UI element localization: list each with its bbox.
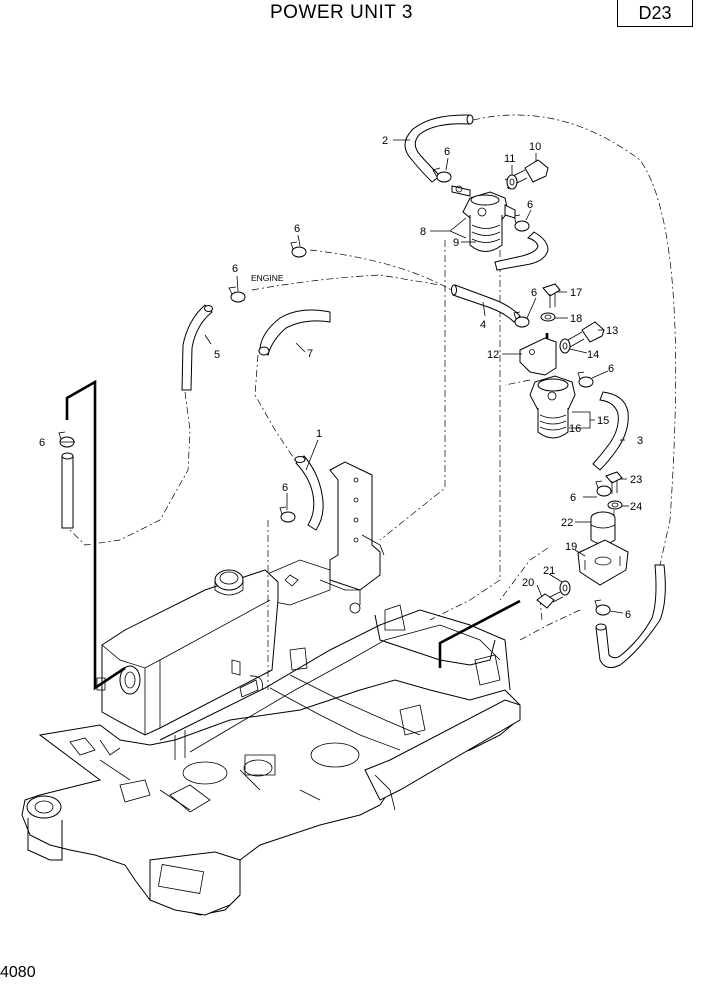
washer-14	[559, 338, 571, 354]
callout-6: 6	[282, 482, 288, 494]
page-title: POWER UNIT 3	[270, 2, 413, 23]
callout-6: 6	[570, 492, 576, 504]
callout-6: 6	[608, 363, 614, 375]
fuel-tank	[96, 569, 279, 736]
clamp-icon	[513, 214, 530, 232]
bracket-19	[577, 539, 629, 586]
clamp-icon	[595, 480, 612, 497]
callout-6: 6	[294, 223, 300, 235]
hose-clamps	[58, 167, 612, 616]
callout-3: 3	[637, 435, 643, 447]
leader-lines	[60, 139, 629, 614]
callout-4: 4	[480, 319, 486, 331]
callout-8: 8	[420, 226, 426, 238]
callout-11: 11	[504, 153, 515, 165]
callout-24: 24	[630, 501, 642, 513]
callout-6: 6	[531, 287, 537, 299]
callout-16: 16	[569, 423, 581, 435]
pump-22	[590, 511, 616, 545]
callout-18: 18	[570, 313, 582, 325]
callout-6: 6	[625, 609, 631, 621]
washer-18	[540, 312, 556, 322]
callout-15: 15	[597, 415, 609, 427]
washer-24	[607, 500, 623, 510]
callout-22: 22	[561, 517, 573, 529]
callout-10: 10	[529, 141, 541, 153]
bolt-20	[536, 591, 564, 609]
clamp-icon	[58, 431, 75, 448]
callout-6: 6	[39, 437, 45, 449]
callout-6: 6	[232, 263, 238, 275]
bracket-12	[519, 337, 557, 376]
fuel-filter-upper	[451, 185, 516, 252]
callout-19: 19	[565, 541, 577, 553]
callout-7: 7	[307, 348, 313, 360]
routing-lines	[69, 114, 677, 690]
engine-label: ENGINE	[251, 273, 284, 283]
clamp-icon	[432, 167, 452, 183]
part-labels: 2 6 10 11 6 6 8 9 6 ENGINE 6 17 18 4 13 …	[39, 135, 643, 621]
clamp-icon	[279, 506, 296, 523]
page-number: 4080	[0, 964, 36, 981]
hoses	[61, 114, 666, 669]
callout-6: 6	[444, 146, 450, 158]
callout-12: 12	[487, 349, 499, 361]
callout-13: 13	[606, 325, 618, 337]
washer-11	[506, 174, 518, 190]
callout-14: 14	[587, 349, 599, 361]
callout-2: 2	[382, 135, 388, 147]
diagram-code-box: D23	[617, 0, 693, 27]
clamp-icon	[228, 286, 246, 303]
callout-9: 9	[453, 237, 459, 249]
machine-frame	[21, 461, 521, 916]
callout-23: 23	[630, 474, 642, 486]
callout-20: 20	[522, 577, 534, 589]
bolt-23	[605, 471, 623, 494]
clamp-icon	[290, 241, 307, 258]
callout-6: 6	[527, 199, 533, 211]
clamp-icon	[513, 311, 530, 328]
separator-15	[529, 375, 576, 439]
bolt-17	[542, 283, 561, 308]
callout-21: 21	[543, 565, 555, 577]
callout-17: 17	[570, 287, 582, 299]
clamp-icon	[594, 599, 611, 616]
clamp-icon	[577, 371, 594, 388]
bolt-13	[567, 321, 605, 348]
callout-5: 5	[214, 349, 220, 361]
callout-1: 1	[316, 428, 322, 440]
washer-21	[559, 580, 571, 596]
